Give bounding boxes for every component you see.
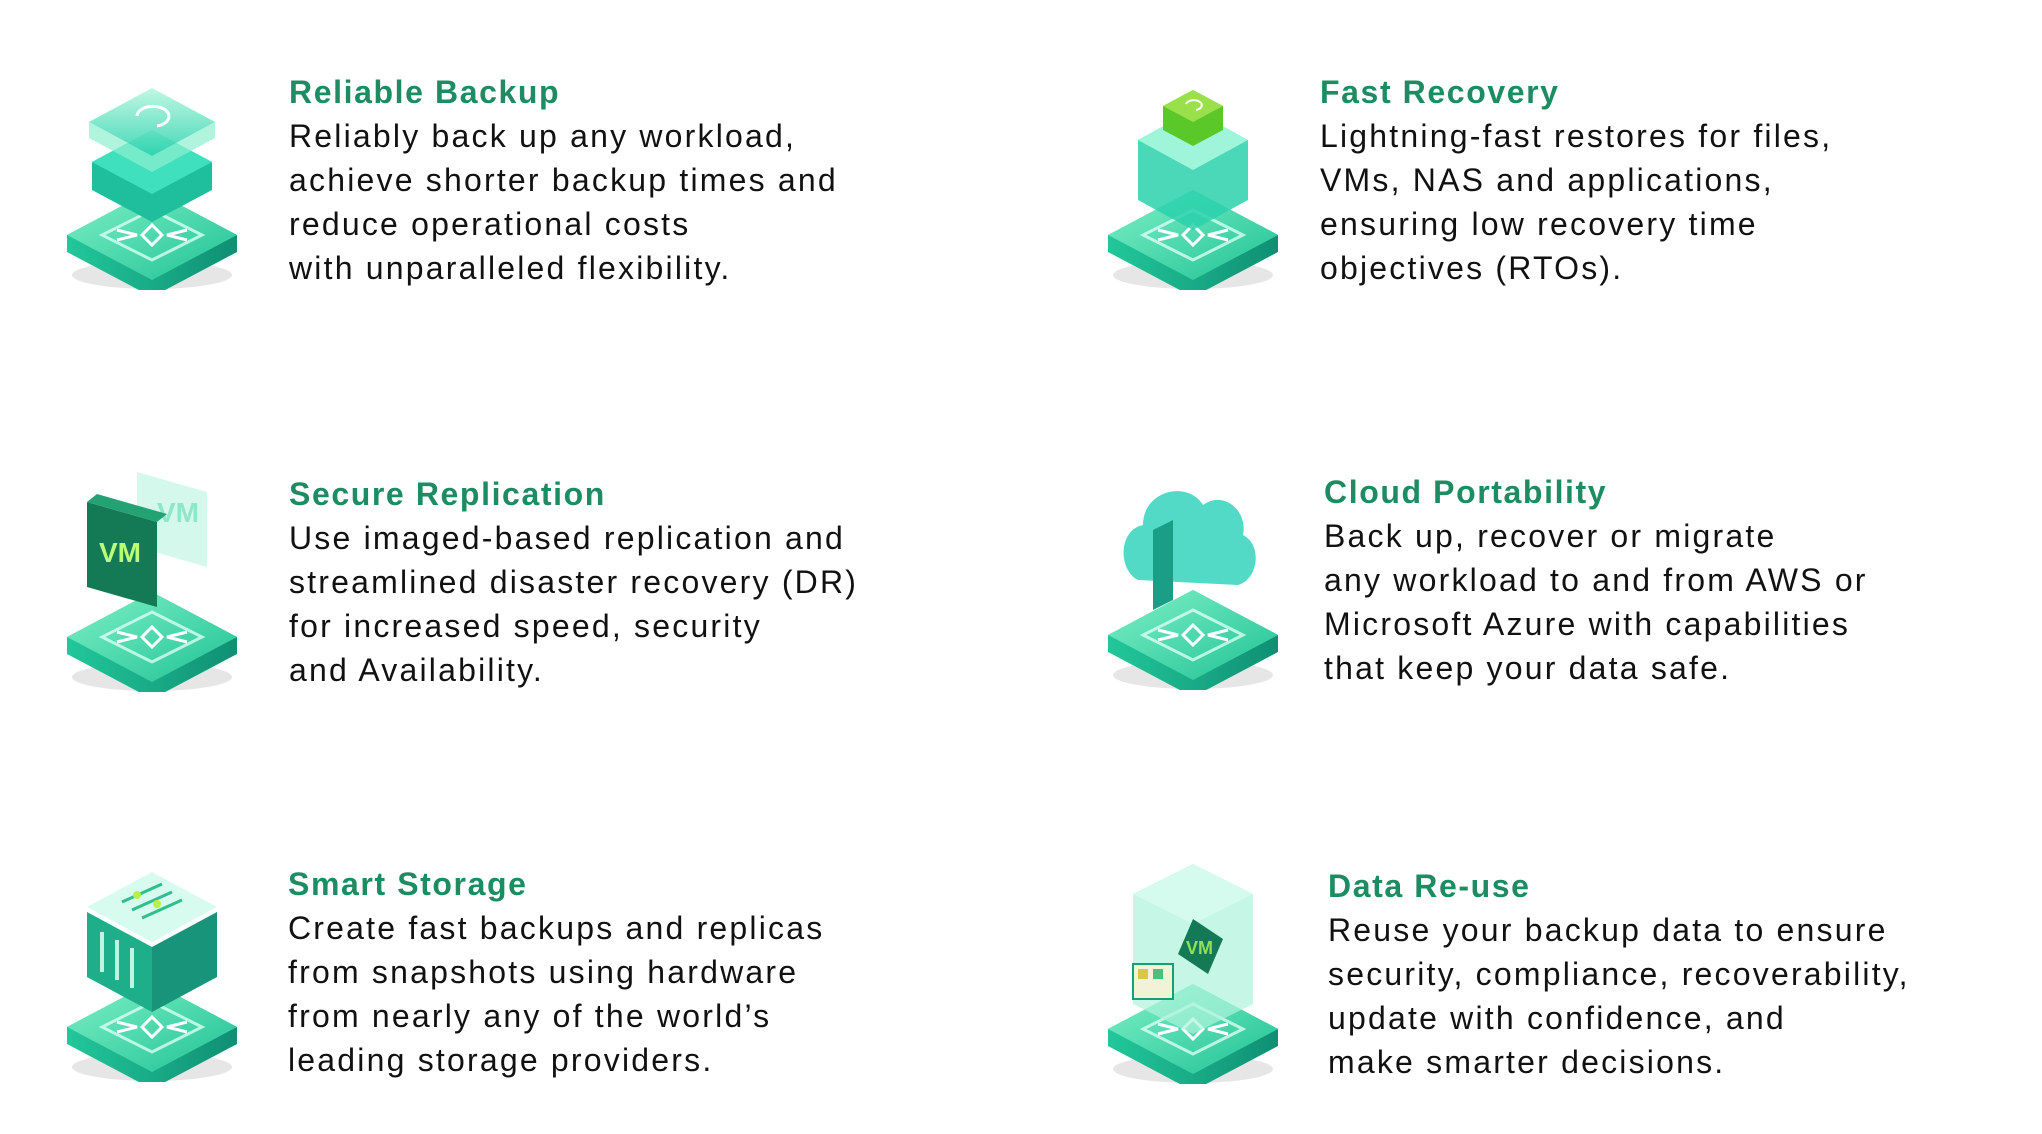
feature-description-line: and Availability. xyxy=(289,652,545,688)
feature-title: Secure Replication xyxy=(289,476,606,512)
feature-description-line: Lightning-fast restores for files, xyxy=(1320,118,1833,154)
feature-description-line: objectives (RTOs). xyxy=(1320,250,1624,286)
feature-data-reuse: VM Data Re-use Reuse your backup data to… xyxy=(1098,864,2042,1124)
feature-title: Reliable Backup xyxy=(289,74,561,110)
feature-fast-recovery: Fast Recovery Lightning-fast restores fo… xyxy=(1098,70,2042,330)
svg-text:VM: VM xyxy=(1186,938,1213,958)
feature-description-line: make smarter decisions. xyxy=(1328,1044,1726,1080)
backup-sync-icon xyxy=(65,88,239,290)
feature-text: Cloud Portability Back up, recover or mi… xyxy=(1324,470,1868,690)
feature-secure-replication: VM VM Secure Replication Use imaged-base… xyxy=(57,472,1017,732)
feature-description-line: update with confidence, and xyxy=(1328,1000,1786,1036)
feature-title: Cloud Portability xyxy=(1324,474,1608,510)
svg-text:VM: VM xyxy=(99,537,141,568)
feature-text: Secure Replication Use imaged-based repl… xyxy=(289,472,858,692)
vm-replication-icon: VM VM xyxy=(65,472,239,692)
data-reuse-icon: VM xyxy=(1106,864,1280,1084)
feature-description-line: achieve shorter backup times and xyxy=(289,162,838,198)
cloud-icon xyxy=(1106,491,1280,690)
feature-description-line: Reliably back up any workload, xyxy=(289,118,797,154)
feature-description-line: that keep your data safe. xyxy=(1324,650,1732,686)
feature-description-line: streamlined disaster recovery (DR) xyxy=(289,564,859,600)
feature-text: Data Re-use Reuse your backup data to en… xyxy=(1328,864,1910,1084)
feature-description-line: Create fast backups and replicas xyxy=(288,910,825,946)
feature-description-line: Reuse your backup data to ensure xyxy=(1328,912,1888,948)
feature-description-line: for increased speed, security xyxy=(289,608,762,644)
feature-description-line: Back up, recover or migrate xyxy=(1324,518,1777,554)
feature-description-line: from nearly any of the world’s xyxy=(288,998,772,1034)
fast-recovery-icon xyxy=(1106,90,1280,290)
storage-icon xyxy=(65,872,239,1082)
feature-description-line: ensuring low recovery time xyxy=(1320,206,1758,242)
feature-description-line: with unparalleled flexibility. xyxy=(289,250,732,286)
feature-smart-storage: Smart Storage Create fast backups and re… xyxy=(57,862,1017,1122)
feature-text: Reliable Backup Reliably back up any wor… xyxy=(289,70,838,290)
feature-description-line: leading storage providers. xyxy=(288,1042,714,1078)
feature-text: Fast Recovery Lightning-fast restores fo… xyxy=(1320,70,1832,290)
feature-description-line: Use imaged-based replication and xyxy=(289,520,846,556)
feature-text: Smart Storage Create fast backups and re… xyxy=(288,862,824,1082)
feature-description-line: reduce operational costs xyxy=(289,206,691,242)
feature-description-line: Microsoft Azure with capabilities xyxy=(1324,606,1851,642)
feature-description-line: VMs, NAS and applications, xyxy=(1320,162,1774,198)
feature-description-line: from snapshots using hardware xyxy=(288,954,799,990)
feature-title: Fast Recovery xyxy=(1320,74,1560,110)
feature-title: Smart Storage xyxy=(288,866,528,902)
svg-text:VM: VM xyxy=(157,497,199,528)
feature-description-line: any workload to and from AWS or xyxy=(1324,562,1868,598)
feature-description-line: security, compliance, recoverability, xyxy=(1328,956,1910,992)
feature-title: Data Re-use xyxy=(1328,868,1531,904)
feature-cloud-portability: Cloud Portability Back up, recover or mi… xyxy=(1098,470,2042,730)
feature-reliable-backup: Reliable Backup Reliably back up any wor… xyxy=(57,70,1017,330)
